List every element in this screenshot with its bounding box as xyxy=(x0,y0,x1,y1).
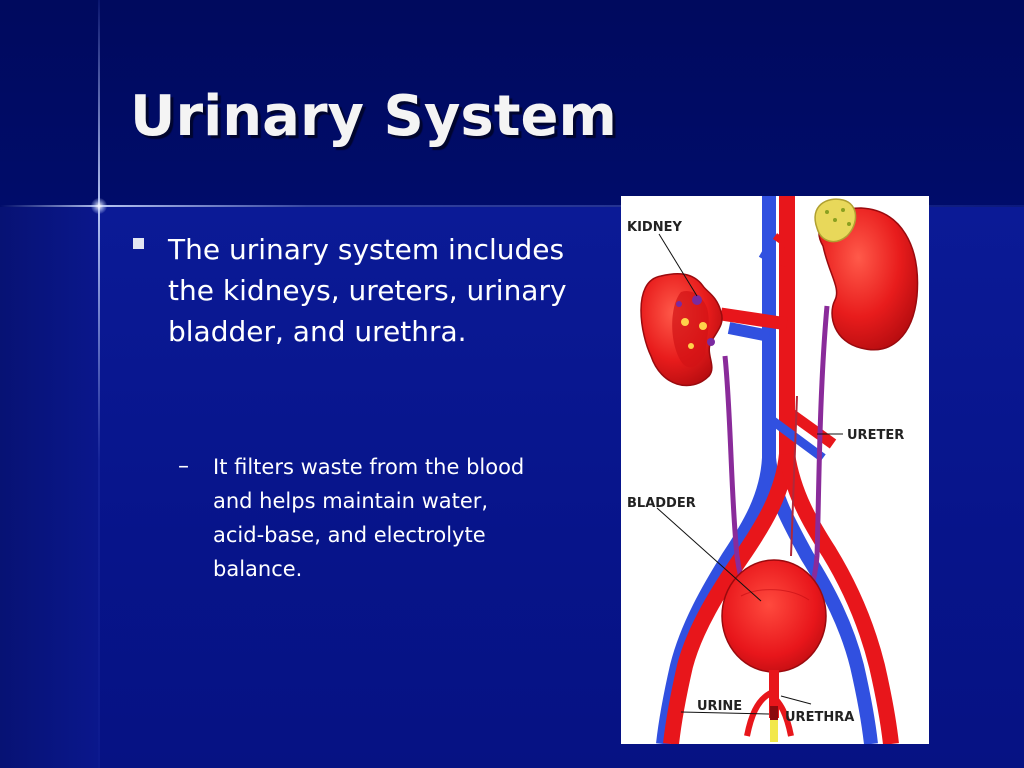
sub-bullet-text: It filters waste from the blood and help… xyxy=(213,455,525,581)
decorative-horizontal-line xyxy=(0,205,1024,207)
label-urethra: URETHRA xyxy=(785,710,854,725)
label-bladder: BLADDER xyxy=(627,496,696,511)
label-kidney: KIDNEY xyxy=(627,220,682,235)
decorative-vertical-line xyxy=(98,0,100,768)
slide-title: Urinary System xyxy=(130,84,617,149)
slide-header-background xyxy=(0,0,1024,207)
slide-left-band xyxy=(0,207,100,768)
urinary-diagram-svg: KIDNEY URETER BLADDER URINE URETHRA xyxy=(627,196,919,744)
urethra xyxy=(769,670,779,742)
kidney-left xyxy=(640,272,723,387)
dash-bullet-icon: – xyxy=(178,454,189,479)
label-ureter: URETER xyxy=(847,428,904,443)
bullet-text: The urinary system includes the kidneys,… xyxy=(168,233,567,348)
leader-lines xyxy=(656,233,843,715)
blood-vessels xyxy=(656,196,899,744)
kidney-right xyxy=(814,198,919,351)
urinary-system-diagram: KIDNEY URETER BLADDER URINE URETHRA xyxy=(621,196,929,744)
sparkle-icon xyxy=(91,198,107,214)
bladder xyxy=(721,559,827,673)
label-urine: URINE xyxy=(697,699,742,714)
square-bullet-icon xyxy=(133,238,144,249)
